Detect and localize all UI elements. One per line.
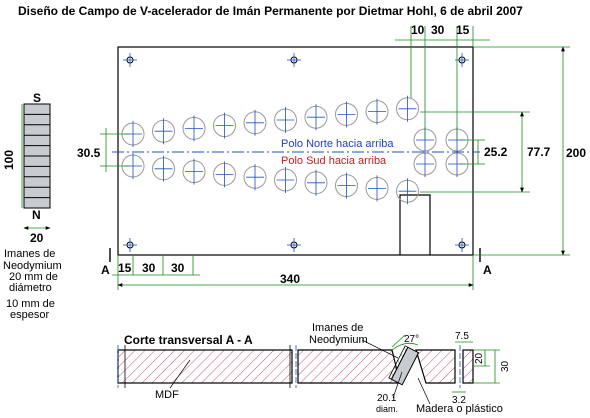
svg-text:20 mm de: 20 mm de [9,271,58,283]
magnet-position [274,107,297,133]
dim-25-2: 25.2 [484,145,508,159]
section-left-block [117,349,293,384]
magnet-position [152,155,175,182]
magnet-position [243,109,267,136]
svg-text:espesor: espesor [10,309,49,321]
dim-bottom-30a: 30 [142,261,156,275]
magnet-position [213,161,236,188]
dim-bottom-340: 340 [280,272,300,286]
dim-top-15: 15 [456,23,470,37]
magnet-position [152,118,175,145]
page-title: Diseño de Campo de V-acelerador de Imán … [18,4,523,18]
mount-hole [287,238,301,252]
section-dim-3-2: 3.2 [452,395,466,406]
mount-hole [455,238,469,252]
dim-30-5: 30.5 [77,146,101,160]
magnet-position [413,151,437,177]
pole-bottom-label: N [32,208,41,222]
svg-text:diámetro: diámetro [9,282,52,294]
section-wood-label: Madera o plástico [416,403,503,415]
dim-top-10: 10 [411,23,425,37]
magnet-position [396,178,419,205]
magnet-position [335,101,358,128]
section-marker-left: A [101,263,110,277]
section-dim-20: 20 [474,352,485,364]
section-dim-7-5: 7.5 [455,331,469,342]
magnet-position [304,104,328,131]
section-marker-right: A [483,263,492,277]
mount-hole [123,238,137,252]
dim-200: 200 [566,146,586,160]
magnet-caption: Imanes de Neodymium 20 mm de diámetro 10… [3,248,62,321]
north-row-label: Polo Norte hacia arriba [281,138,394,150]
magnet-position [335,172,358,199]
dim-bottom-30b: 30 [171,261,185,275]
svg-text:10 mm de: 10 mm de [6,298,55,310]
magnet-position [182,115,206,142]
dim-77-7: 77.7 [527,145,551,159]
section-mdf-label: MDF [155,389,179,401]
magnet-height-dim: 100 [2,150,16,170]
magnet-position [365,98,389,125]
slot-notch [399,194,431,255]
section-dim-20-1-unit: diam. [376,404,398,414]
south-row-label: Polo Sud hacia arriba [281,155,387,167]
svg-text:Imanes de: Imanes de [4,248,55,260]
section-tilted-magnet [388,345,420,386]
magnet-position [213,112,236,139]
magnet-position [365,175,389,202]
magnet-width-dim: 20 [30,231,44,245]
section-title: Corte transversal A - A [124,333,253,347]
magnet-position [182,158,206,185]
section-dim-20-1: 20.1 [377,393,397,404]
base-plate [117,46,474,256]
magnet-bar [23,103,51,209]
section-magnets-label-1: Imanes de [312,322,363,334]
section-angle-label: 27° [404,334,419,345]
magnet-position [243,164,267,191]
magnet-position [274,167,297,193]
mount-hole [287,53,301,67]
dim-top-30: 30 [431,23,445,37]
section-right-block [297,349,401,384]
svg-text:Neodymium: Neodymium [3,260,62,272]
magnet-position [304,169,328,196]
section-magnets-label-2: Neodymium [309,334,368,346]
dim-bottom-15: 15 [118,261,132,275]
magnet-position [396,95,419,122]
pole-top-label: S [33,91,41,105]
mount-hole [123,53,137,67]
section-dim-30: 30 [500,360,511,372]
